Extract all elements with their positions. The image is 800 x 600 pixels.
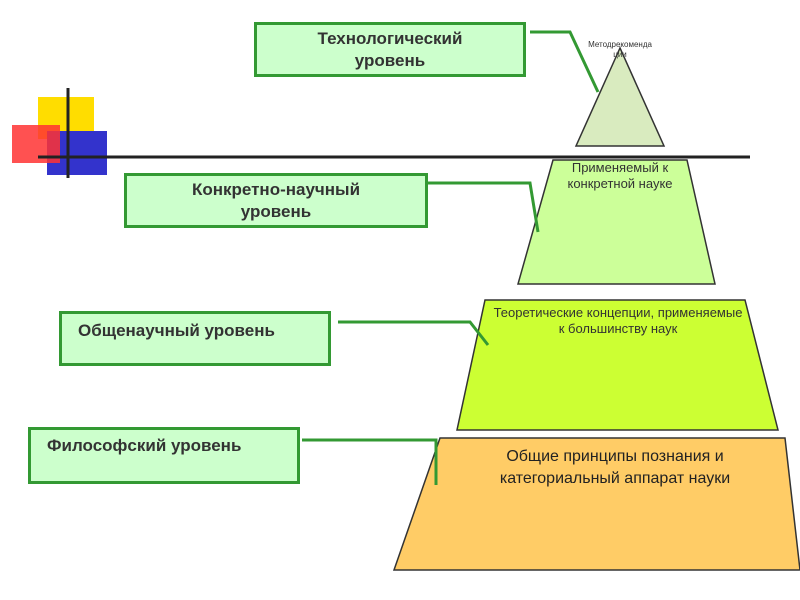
decorative-squares bbox=[12, 97, 107, 175]
tier-text-line: категориальный аппарат науки bbox=[499, 470, 731, 487]
level-label: Философский уровень bbox=[47, 436, 242, 455]
tier-text-line: Применяемый к bbox=[571, 160, 669, 175]
tier-text-line: конкретной науке bbox=[567, 176, 673, 191]
tier-text-philosophical: Общие принципы познания и категориальный… bbox=[440, 446, 790, 490]
connector-general-scientific bbox=[338, 320, 490, 346]
level-label: Конкретно-научный bbox=[191, 180, 361, 199]
tier-text-general-scientific: Теоретические концепции, применяемые к б… bbox=[462, 305, 774, 337]
pyramid-tier-philosophical bbox=[392, 437, 800, 571]
tier-text-line: ции bbox=[613, 50, 627, 59]
tier-text-line: Общие принципы познания и bbox=[506, 448, 724, 465]
tier-text-line: Методрекоменда bbox=[588, 40, 652, 49]
level-label: уровень bbox=[354, 51, 426, 70]
connector-specific-scientific bbox=[428, 181, 540, 233]
connector-technological bbox=[530, 30, 600, 93]
level-label: Общенаучный уровень bbox=[78, 321, 275, 340]
tier-text-line: к большинству наук bbox=[558, 321, 678, 336]
tier-text-specific-scientific: Применяемый к конкретной науке bbox=[530, 160, 710, 192]
level-box-philosophical: Философский уровень bbox=[28, 427, 300, 484]
level-box-technological: Технологический уровень bbox=[254, 22, 526, 77]
tier-text-line: Теоретические концепции, применяемые bbox=[493, 305, 743, 320]
level-box-specific-scientific: Конкретно-научный уровень bbox=[124, 173, 428, 228]
pyramid-tier-specific-scientific bbox=[517, 159, 716, 285]
pyramid-tier-technological bbox=[574, 46, 666, 147]
tier-text-technological: Методрекоменда ции bbox=[575, 40, 665, 60]
connector-philosophical bbox=[302, 438, 438, 485]
level-label: уровень bbox=[240, 202, 312, 221]
level-label: Технологический bbox=[317, 29, 463, 48]
pyramid-tier-general-scientific bbox=[456, 299, 779, 431]
level-box-general-scientific: Общенаучный уровень bbox=[59, 311, 331, 366]
